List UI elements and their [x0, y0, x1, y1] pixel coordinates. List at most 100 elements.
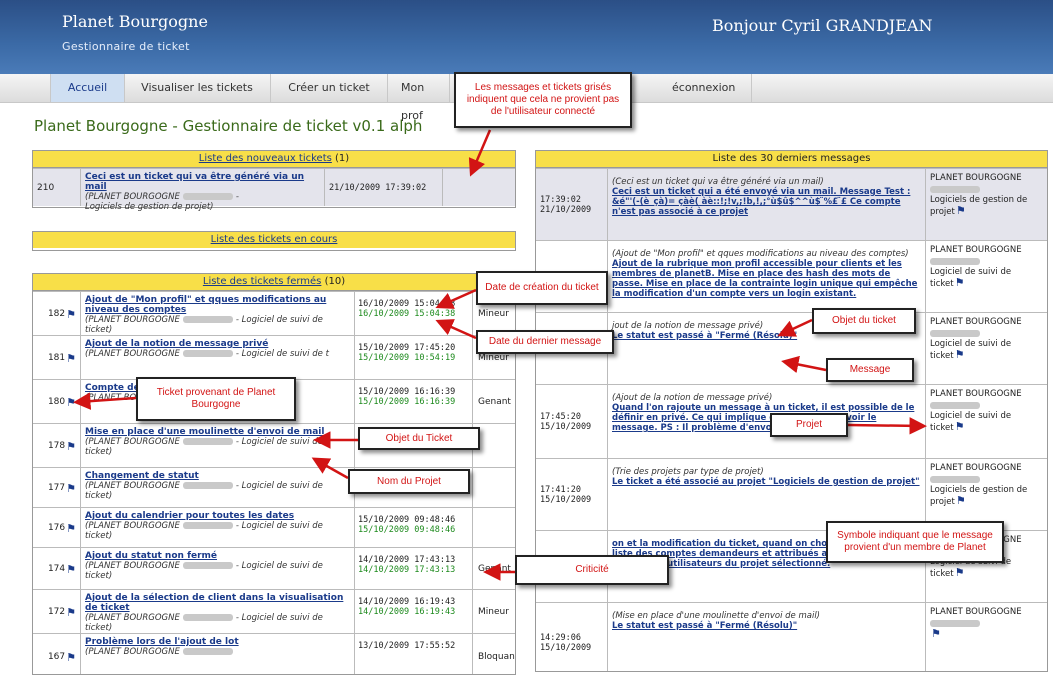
tab-mon-profil[interactable]: Mon prof	[388, 74, 450, 122]
table-row[interactable]: 182⚑Ajout de "Mon profil" et qques modif…	[33, 291, 515, 336]
app-subtitle: Gestionnaire de ticket	[62, 40, 190, 53]
app-header: Planet Bourgogne Gestionnaire de ticket …	[0, 0, 1053, 74]
blurred-user	[182, 562, 233, 569]
project-name: - Logiciel de suivi de ticket)	[85, 437, 323, 457]
tab-visualiser-tickets[interactable]: Visualiser les tickets	[124, 74, 271, 102]
message-text-link[interactable]: Quand l'on rajoute un message à un ticke…	[612, 403, 915, 433]
message-text-link[interactable]: Ceci est un ticket qui a été envoyé via …	[612, 187, 911, 217]
ticket-title-link[interactable]: Ajout du statut non fermé	[85, 551, 218, 561]
blurred-user	[930, 619, 980, 627]
message-time: 14:29:06	[540, 633, 581, 643]
project-name: - Logiciel de suivi de t	[235, 349, 329, 359]
ticket-meta: (PLANET BOURGOGNE- Logiciel de suivi de …	[85, 561, 323, 581]
last-message-date: 15/10/2009 10:54:19	[358, 353, 456, 363]
ticket-id: 176	[47, 523, 66, 533]
in-progress-link[interactable]: Liste des tickets en cours	[210, 234, 338, 245]
ticket-dates: 13/10/2009 17:55:52	[355, 634, 473, 674]
last-message-date: 16/10/2009 15:04:38	[358, 309, 456, 319]
annotation-ticket-origin: Ticket provenant de Planet Bourgogne	[136, 377, 296, 421]
ticket-meta: (PLANET BOURGOGNE-Logiciels de gestion d…	[85, 192, 239, 212]
flag-icon: ⚑	[66, 395, 76, 409]
message-date: 21/10/2009	[540, 205, 592, 215]
flag-icon: ⚑	[954, 347, 965, 361]
closed-tickets-link[interactable]: Liste des tickets fermés	[202, 276, 322, 287]
blurred-user	[930, 475, 980, 483]
app-title: Planet Bourgogne	[62, 12, 208, 31]
ticket-title-link[interactable]: Ajout du calendrier pour toutes les date…	[85, 511, 295, 521]
message-date: 15/10/2009	[540, 495, 592, 505]
flag-icon: ⚑	[954, 565, 965, 579]
ticket-id: 172	[47, 607, 66, 617]
annotation-last-message-date: Date du dernier message	[476, 330, 614, 354]
message-text-link[interactable]: Le statut est passé à "Fermé (Résolu)"	[612, 331, 798, 341]
client-name: (PLANET BOURGOGNE	[85, 613, 180, 623]
message-text-link[interactable]: Le ticket a été associé au projet "Logic…	[612, 477, 920, 487]
user-greeting: Bonjour Cyril GRANDJEAN	[712, 16, 933, 35]
ticket-id-cell: 180⚑	[33, 380, 81, 424]
client-name: (PLANET BOURGOGNE	[85, 437, 180, 447]
client-name: (PLANET BOURGOGNE	[85, 561, 180, 571]
creation-date: 13/10/2009 17:55:52	[358, 641, 456, 651]
flag-icon: ⚑	[66, 481, 76, 495]
project-name: Logiciels de gestion de projet	[930, 195, 1028, 217]
table-row[interactable]: 167⚑ Problème lors de l'ajout de lot(PLAN…	[33, 633, 516, 674]
ticket-title-link[interactable]: Mise en place d'une moulinette d'envoi d…	[85, 427, 325, 437]
ticket-title-link[interactable]: Changement de statut	[85, 471, 199, 481]
message-date: 15/10/2009	[540, 643, 592, 653]
message-text-link[interactable]: Le statut est passé à "Fermé (Résolu)"	[612, 621, 798, 631]
ticket-id-cell: 167⚑	[33, 634, 81, 674]
message-body: (Ajout de "Mon profil" et qques modifica…	[608, 241, 926, 313]
page-title: Planet Bourgogne - Gestionnaire de ticke…	[34, 117, 423, 135]
flag-icon: ⚑	[66, 439, 76, 453]
ticket-title-link[interactable]: Ajout de la sélection de client dans la …	[85, 593, 344, 613]
ticket-id: 177	[47, 483, 66, 493]
ticket-title-link[interactable]: Compte des	[85, 383, 146, 393]
ticket-title-link[interactable]: Ajout de "Mon profil" et qques modificat…	[85, 295, 327, 315]
annotation-member-symbol: Symbole indiquant que le message provien…	[826, 521, 1004, 563]
annotation-ticket-object-right: Objet du ticket	[812, 308, 916, 334]
flag-icon: ⚑	[66, 605, 76, 619]
project-name: Logiciels de gestion de projet)	[85, 202, 214, 212]
ticket-id-cell: 181⚑	[33, 336, 81, 380]
table-row[interactable]: 174⚑Ajout du statut non fermé(PLANET BOU…	[33, 547, 515, 590]
ticket-id-cell: 172⚑	[33, 590, 81, 634]
table-row[interactable]: 210 Ceci est un ticket qui va être génér…	[33, 168, 515, 212]
ticket-meta: (PLANET BOURGOGNE	[85, 647, 236, 657]
new-tickets-count: (1)	[335, 153, 350, 164]
meta-separator: -	[235, 192, 239, 202]
creation-date: 15/10/2009 16:16:39	[358, 387, 456, 397]
ticket-title-link[interactable]: Ajout de la notion de message privé	[85, 339, 269, 349]
message-date: 15/10/2009	[540, 422, 592, 432]
message-text-link[interactable]: Ajout de la rubrique mon profil accessib…	[612, 259, 918, 299]
closed-tickets-count: (10)	[324, 276, 346, 287]
annotation-project: Projet	[770, 413, 848, 437]
tab-creer-ticket[interactable]: Créer un ticket	[271, 74, 388, 102]
ticket-id-cell: 182⚑	[33, 292, 81, 336]
client-name: (PLANET BOURGOGNE	[85, 521, 180, 531]
new-tickets-link[interactable]: Liste des nouveaux tickets	[198, 153, 332, 164]
ticket-title-link[interactable]: Ceci est un ticket qui va être généré vi…	[85, 172, 305, 192]
tab-accueil[interactable]: Accueil	[50, 74, 125, 102]
table-row[interactable]: 176⚑Ajout du calendrier pour toutes les …	[33, 507, 515, 548]
project-name: - Logiciel de suivi de ticket)	[85, 315, 323, 335]
flag-icon: ⚑	[955, 203, 966, 217]
tab-deconnexion[interactable]: éconnexion	[668, 74, 752, 102]
creation-date: 15/10/2009 09:48:46	[358, 515, 456, 525]
ticket-title-link[interactable]: Problème lors de l'ajout de lot	[85, 637, 239, 647]
table-row[interactable]: 172⚑Ajout de la sélection de client dans…	[33, 589, 515, 634]
creation-date: 16/10/2009 15:04:38	[358, 299, 456, 309]
client-name: (PLANET BOURGOGNE	[85, 647, 180, 657]
message-text-link[interactable]: on et la modification du ticket, quand o…	[612, 539, 920, 569]
criticity: Bloquant	[478, 652, 516, 662]
message-row[interactable]: (Ajout de "Mon profil" et qques modifica…	[536, 240, 1047, 313]
table-row[interactable]: 181⚑Ajout de la notion de message privé(…	[33, 335, 515, 380]
closed-tickets-section: Liste des tickets fermés (10) 182⚑Ajout …	[32, 273, 516, 675]
